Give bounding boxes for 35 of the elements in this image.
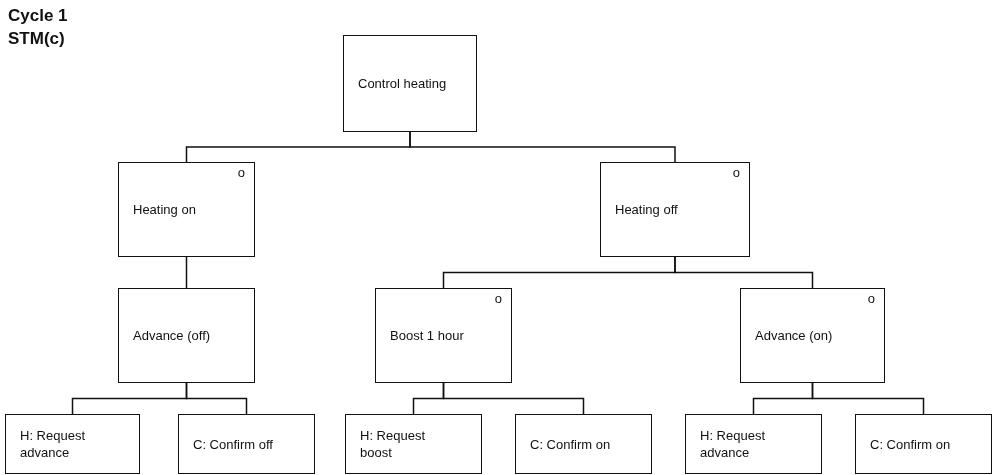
box-label: H: Request advance xyxy=(20,427,87,461)
connector-line xyxy=(185,382,248,415)
process-box xyxy=(600,162,750,257)
box-label: Heating on xyxy=(133,201,196,218)
box-label: H: Request boost xyxy=(360,427,427,461)
process-box xyxy=(685,414,822,474)
box-label: Advance (on) xyxy=(755,327,833,344)
connector-line xyxy=(674,256,814,289)
process-box xyxy=(118,288,255,383)
box-label: Control heating xyxy=(358,75,447,92)
process-box xyxy=(5,414,140,474)
box-label: C: Confirm on xyxy=(530,435,611,453)
process-box xyxy=(375,288,512,383)
connector-line xyxy=(442,382,585,415)
process-box xyxy=(178,414,315,474)
selection-marker: o xyxy=(867,292,875,306)
selection-marker: o xyxy=(732,166,740,180)
box-label: C: Confirm on xyxy=(870,435,951,453)
diagram-title: Cycle 1 STM(c) xyxy=(8,5,69,50)
process-box xyxy=(345,414,482,474)
box-label: H: Request advance xyxy=(700,427,767,461)
selection-marker: o xyxy=(237,166,245,180)
box-label: Advance (off) xyxy=(133,327,211,344)
process-box xyxy=(740,288,885,383)
box-label: C: Confirm off xyxy=(193,435,273,453)
process-box xyxy=(515,414,652,474)
process-box xyxy=(118,162,255,257)
connector-line xyxy=(185,256,188,289)
process-box xyxy=(855,414,992,474)
connector-line xyxy=(811,382,925,415)
selection-marker: o xyxy=(494,292,502,306)
box-label: Heating off xyxy=(615,201,678,218)
process-box xyxy=(343,35,477,132)
box-label: Boost 1 hour xyxy=(390,327,464,344)
connector-line xyxy=(409,131,676,163)
